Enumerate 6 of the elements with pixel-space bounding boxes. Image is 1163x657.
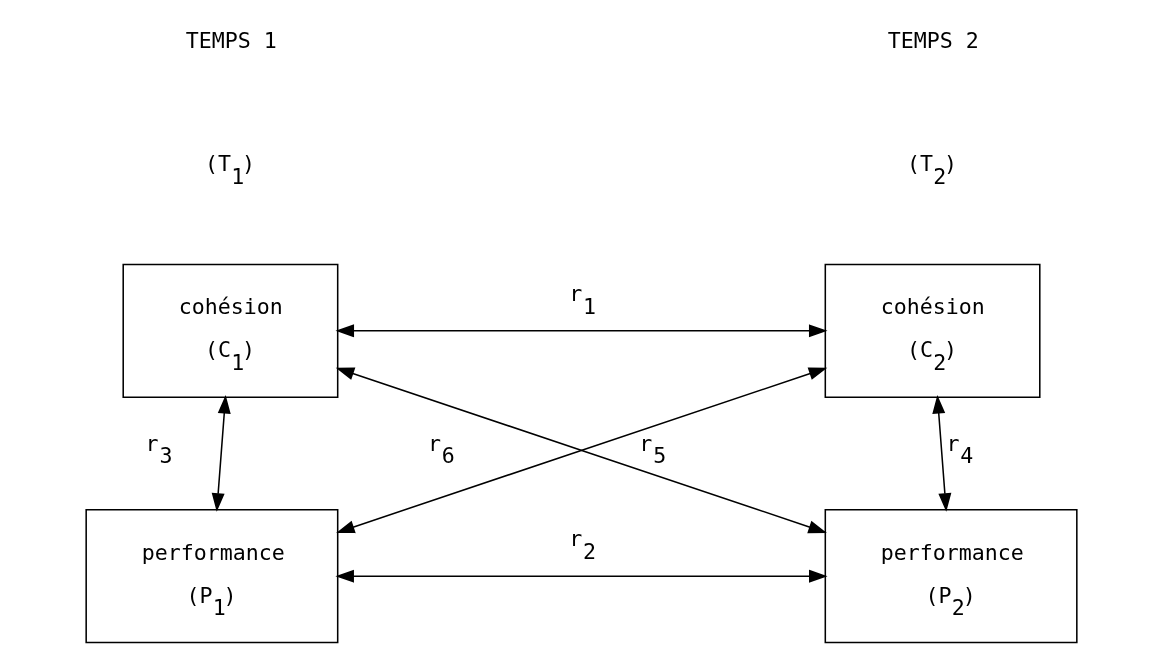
arrow xyxy=(932,394,952,512)
label: TEMPS 2 xyxy=(887,27,979,53)
arrow xyxy=(335,569,828,583)
label: TEMPS 1 xyxy=(185,27,277,53)
arrow xyxy=(335,324,828,338)
arrow xyxy=(211,394,231,512)
